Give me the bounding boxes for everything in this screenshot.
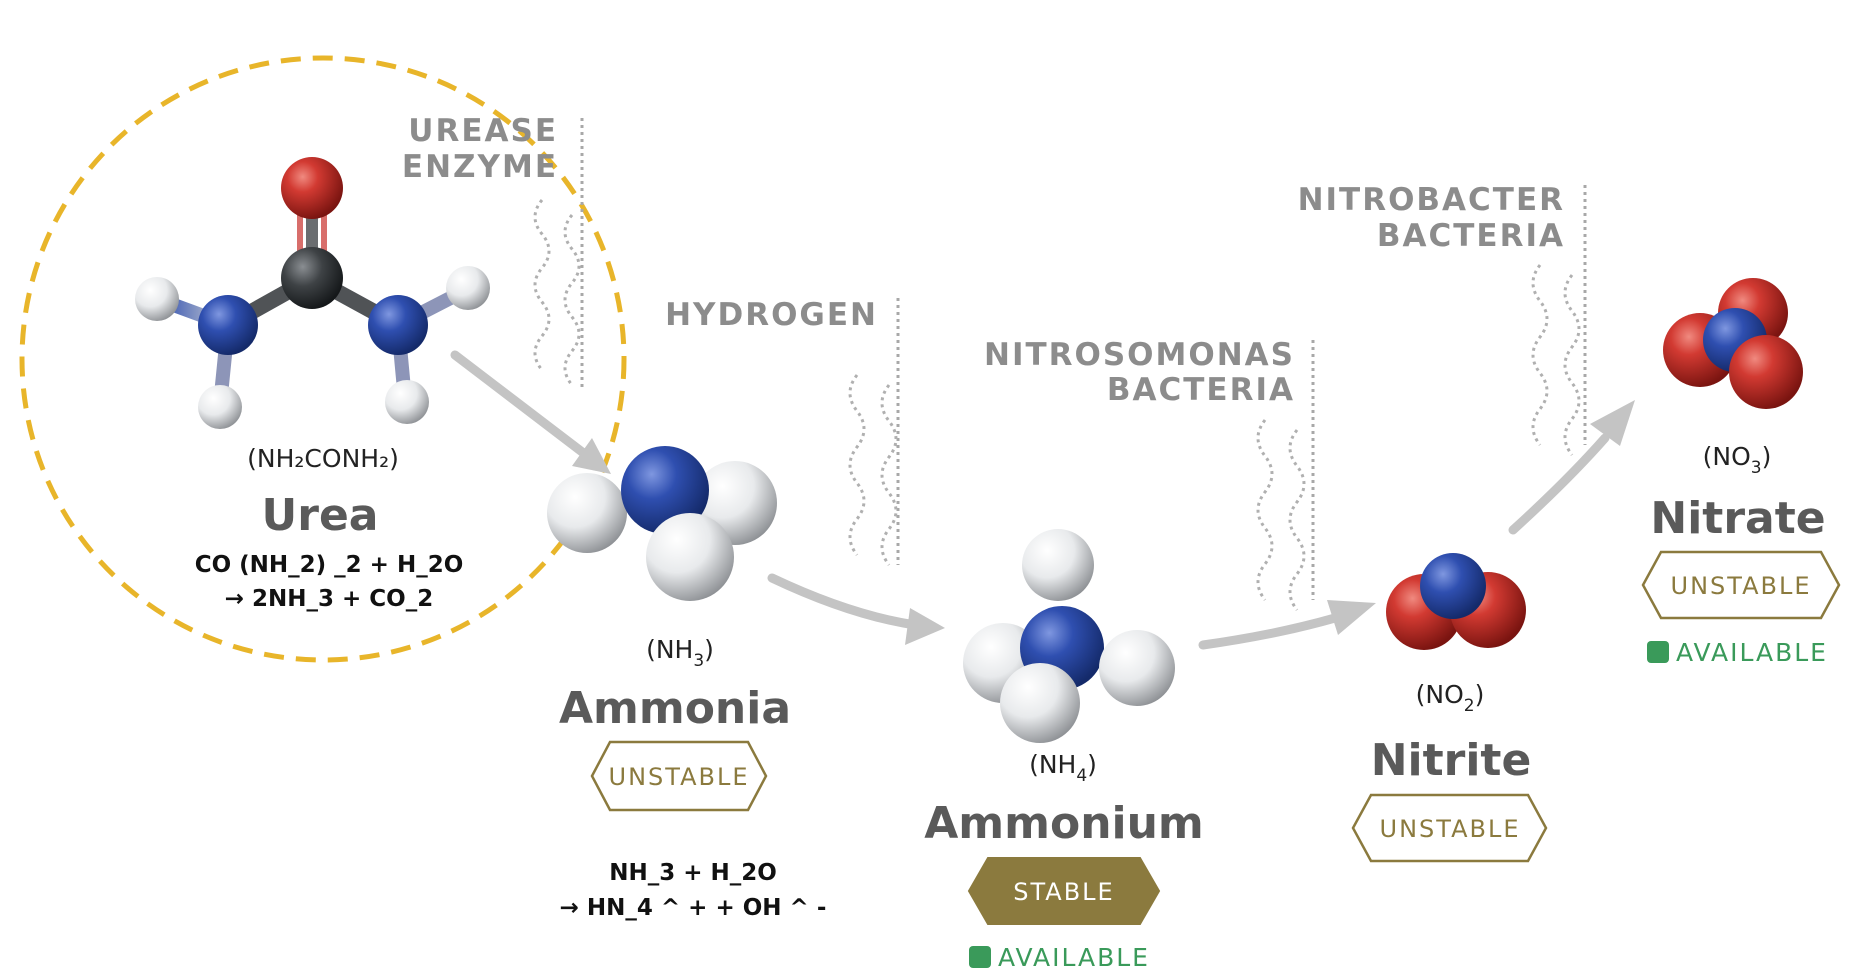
ammonia-equation-line1: NH_3 + H_2O — [609, 860, 777, 886]
hydrogen-wave-icon — [848, 374, 866, 556]
ammonium-availability: AVAILABLE — [998, 943, 1150, 972]
arrowhead-icon — [905, 608, 945, 645]
urea-molecule-icon — [135, 157, 490, 429]
ammonium-status-badge — [967, 857, 1161, 925]
nitrosomonas-wave-icon — [1288, 429, 1306, 611]
nitrosomonas-label-line1: NITROSOMONAS — [984, 337, 1295, 373]
nitrobacter-wave-icon — [1531, 264, 1549, 446]
ammonium-molecule-icon — [963, 529, 1175, 743]
nitrite-status-badge — [1351, 793, 1548, 863]
arrowhead-icon — [1590, 400, 1635, 446]
ammonium-formula: (NH4) — [1029, 750, 1097, 786]
arrowhead-icon — [1327, 600, 1376, 635]
hydrogen-wave-icon — [880, 384, 898, 566]
nitrate-name: Nitrate — [1650, 493, 1825, 544]
nitrate-availability: AVAILABLE — [1676, 638, 1828, 667]
flow-arrow-nitrite-to-nitrate — [1508, 433, 1610, 535]
arrowhead-icon — [572, 438, 611, 474]
nitrite-status-label: UNSTABLE — [1380, 815, 1521, 843]
ammonia-formula: (NH3) — [646, 635, 714, 671]
ammonia-status-badge — [590, 740, 768, 812]
ammonium-status-label: STABLE — [1013, 878, 1114, 906]
ammonia-equation-line2: → HN_4 ^ + + OH ^ - — [560, 895, 827, 921]
nitrobacter-label-line2: BACTERIA — [1377, 218, 1565, 254]
flow-arrow-urea-to-ammonia — [450, 350, 595, 463]
ammonium-available-icon — [969, 946, 991, 968]
ammonium-name: Ammonium — [924, 798, 1204, 849]
hydrogen-label: HYDROGEN — [665, 297, 878, 333]
flow-arrow-ammonium-to-nitrite — [1198, 613, 1340, 650]
urea-name: Urea — [262, 490, 379, 541]
nitrosomonas-wave-icon — [1256, 419, 1274, 601]
nitrate-formula: (NO3) — [1703, 442, 1772, 478]
urea-equation-line2: → 2NH_3 + CO_2 — [225, 586, 434, 612]
urease-label-line1: UREASE — [408, 113, 558, 149]
urea-equation-line1: CO (NH_2) _2 + H_2O — [195, 552, 464, 578]
nitrosomonas-label-line2: BACTERIA — [1107, 372, 1295, 408]
ammonia-molecule-icon — [547, 446, 777, 601]
urease-wave-icon — [533, 199, 551, 371]
nitrobacter-wave-icon — [1563, 274, 1581, 456]
ammonia-name: Ammonia — [559, 683, 791, 734]
nitrite-molecule-icon — [1386, 553, 1526, 650]
urea-highlight-ring — [19, 55, 627, 663]
nitrite-name: Nitrite — [1371, 735, 1532, 786]
urea-formula: (NH₂CONH₂) — [247, 444, 399, 473]
ammonia-status-label: UNSTABLE — [609, 763, 750, 791]
nitrate-molecule-icon — [1663, 278, 1803, 409]
flow-arrow-ammonia-to-ammonium — [767, 573, 920, 630]
nitrite-formula: (NO2) — [1416, 680, 1485, 716]
nitrobacter-label-line1: NITROBACTER — [1298, 182, 1565, 218]
nitrate-status-label: UNSTABLE — [1671, 572, 1812, 600]
nitrate-status-badge — [1641, 550, 1841, 620]
urease-wave-icon — [563, 214, 581, 386]
nitrate-available-icon — [1647, 641, 1669, 663]
urease-label-line2: ENZYME — [402, 149, 558, 185]
